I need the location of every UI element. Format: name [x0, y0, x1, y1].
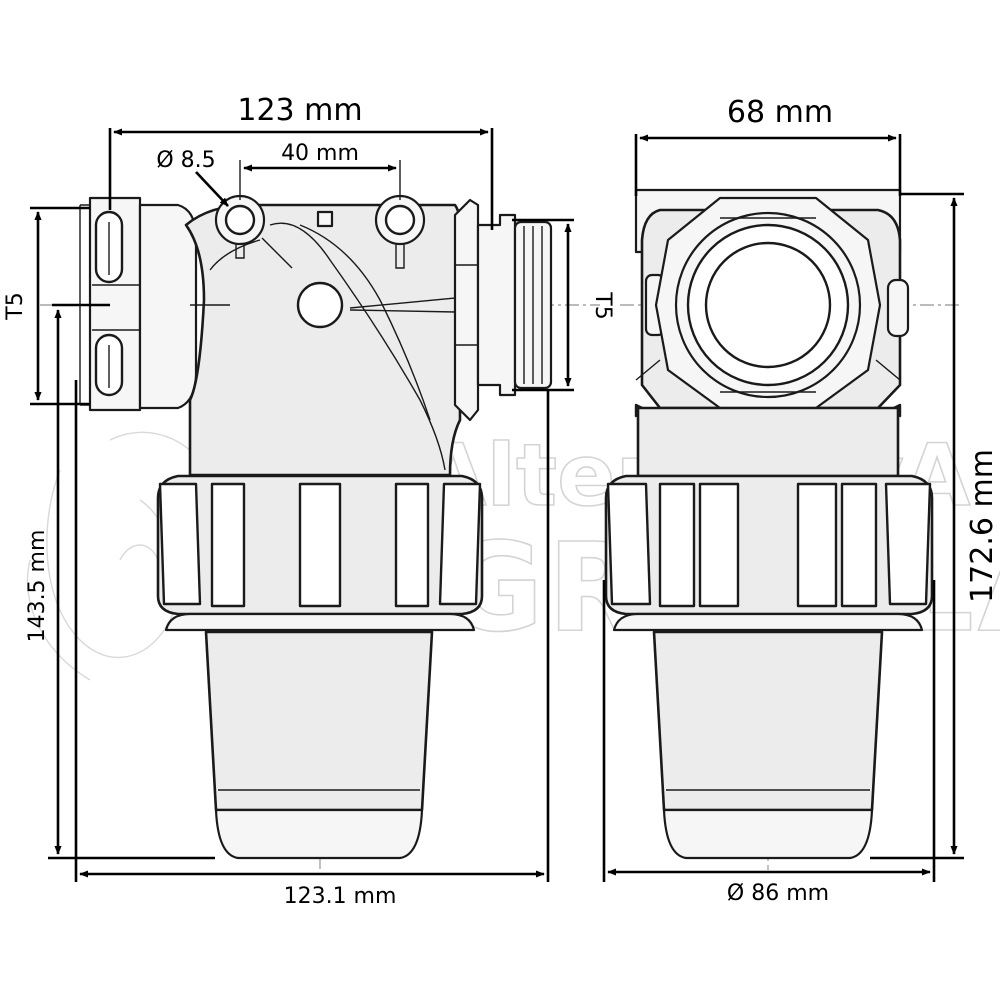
label-40mm: 40 mm — [281, 141, 359, 166]
label-68mm: 68 mm — [727, 95, 833, 130]
dimension-lines — [30, 128, 964, 882]
right-outlet-thread — [476, 213, 517, 397]
label-123mm: 123 mm — [237, 93, 362, 128]
mounting-hole-right — [374, 194, 426, 269]
filter-housing — [184, 203, 462, 477]
right-outlet-flange — [453, 198, 480, 422]
label-123-1mm: 123.1 mm — [284, 884, 397, 909]
label-86mm: Ø 86 mm — [727, 881, 829, 906]
filter-side-view — [79, 194, 553, 860]
filter-front-view — [604, 188, 934, 860]
center-port — [296, 281, 344, 329]
bowl-bottom-front — [662, 808, 874, 860]
filter-bowl-side — [204, 630, 434, 812]
dim-leader-8-5 — [195, 171, 229, 207]
label-143-5mm: 143.5 mm — [25, 530, 50, 643]
label-172-6mm: 172.6 mm — [965, 449, 1000, 603]
filter-bowl-front — [652, 630, 884, 812]
front-outlet-bore — [704, 241, 832, 369]
label-hole-diameter: Ø 8.5 — [156, 148, 215, 173]
label-t5-right: T5 — [590, 291, 615, 319]
mounting-hole-left — [214, 194, 266, 259]
ring-nut-ribs-front — [606, 482, 932, 608]
dimension-labels: 123 mm Ø 8.5 40 mm 68 mm T5 T5 143.5 mm … — [3, 93, 1000, 909]
left-inlet-nut — [138, 203, 198, 410]
ring-nut-ribs-side — [158, 482, 482, 608]
bowl-bottom-side — [214, 808, 424, 860]
label-t5-left: T5 — [3, 292, 28, 320]
ring-nut-front — [604, 474, 934, 616]
